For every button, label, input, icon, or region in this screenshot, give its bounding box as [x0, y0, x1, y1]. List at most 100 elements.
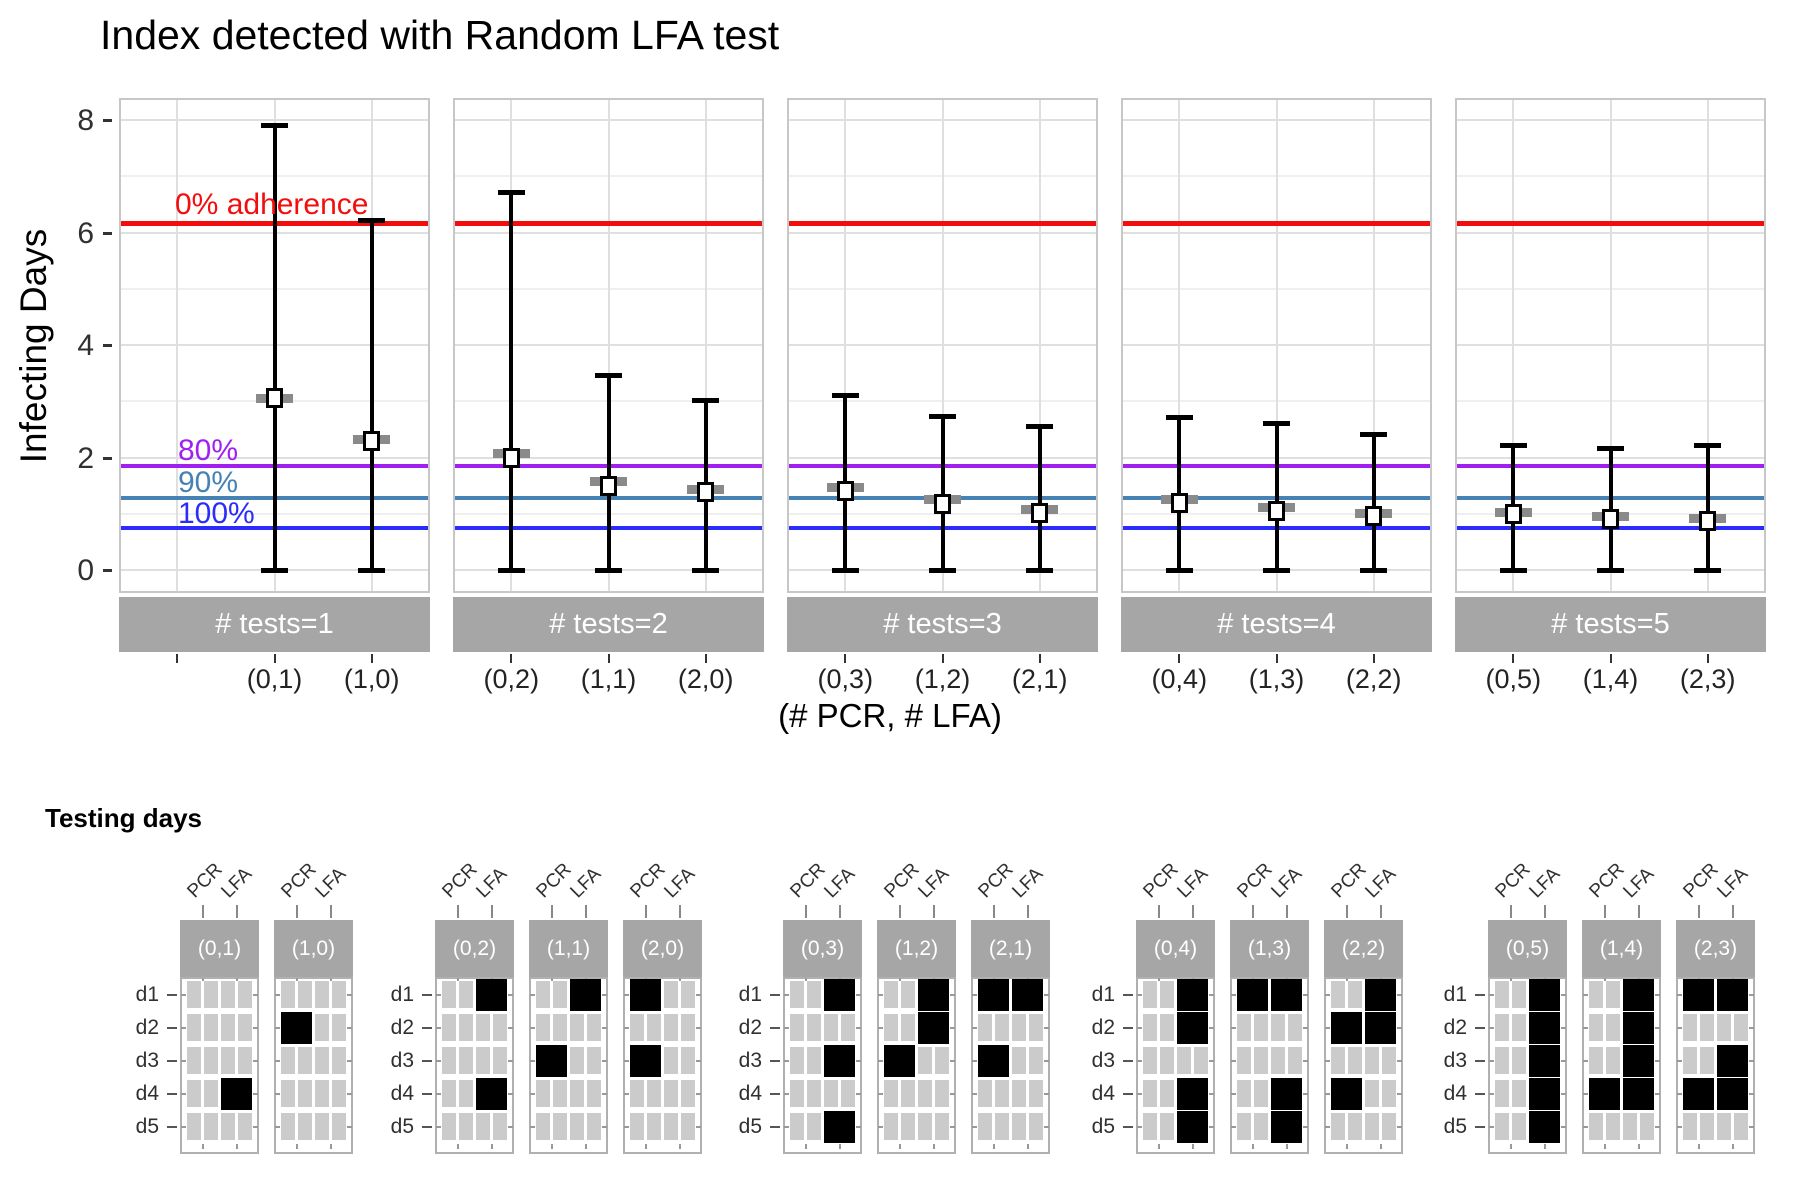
empty-day-cell [1271, 1014, 1302, 1041]
column-tick-mark [1543, 905, 1546, 918]
empty-day-cell [442, 1047, 473, 1074]
grid-edge-tick [856, 1059, 861, 1062]
x-tick-label: (0,4) [1151, 664, 1208, 694]
grid-edge-tick [1543, 1144, 1546, 1149]
grid-edge-tick [1026, 1144, 1029, 1149]
grid-edge-tick [181, 1059, 186, 1062]
grid-edge-tick [784, 1125, 789, 1128]
test-day-cell [476, 978, 507, 1011]
grid-edge-tick [950, 993, 955, 996]
day-row-tick [167, 1059, 177, 1062]
grid-edge-tick [784, 993, 789, 996]
column-tick-mark [550, 905, 553, 918]
testgrid-border [1488, 977, 1567, 1154]
empty-day-cell [1237, 1014, 1268, 1041]
median-marker [934, 494, 951, 515]
grid-edge-tick [456, 1144, 459, 1149]
empty-day-cell [1143, 981, 1174, 1008]
empty-day-cell [1012, 1047, 1043, 1074]
empty-day-cell [1143, 1080, 1174, 1107]
grid-edge-tick [878, 1092, 883, 1095]
empty-day-cell [1365, 1047, 1396, 1074]
day-row-tick [167, 993, 177, 996]
x-tick-label: (2,0) [677, 664, 734, 694]
grid-edge-tick [347, 993, 352, 996]
gridline-vertical [1038, 98, 1041, 593]
test-day-cell [476, 1077, 507, 1110]
grid-edge-tick [1209, 993, 1214, 996]
day-row-label: d5 [1443, 1114, 1467, 1138]
facet-strip-label: # tests=1 [215, 608, 334, 640]
grid-edge-tick [347, 1125, 352, 1128]
grid-edge-tick [1251, 1144, 1254, 1149]
x-tick-mark [1178, 654, 1181, 663]
errorbar-cap-top [497, 190, 525, 196]
pcr-column-label: PCR [1678, 859, 1723, 903]
facet-strip-label: # tests=4 [1217, 608, 1336, 640]
y-tick-mark [103, 231, 112, 235]
errorbar-cap-bottom [1263, 568, 1290, 573]
grid-edge-tick [1489, 1059, 1494, 1062]
empty-day-cell [884, 1080, 915, 1107]
day-row-tick [1123, 1026, 1133, 1029]
grid-edge-tick [508, 1026, 513, 1029]
testgrid-border [1324, 977, 1403, 1154]
grid-edge-tick [1655, 1125, 1660, 1128]
grid-edge-tick [1561, 1026, 1566, 1029]
grid-edge-tick [253, 1125, 258, 1128]
grid-edge-tick [784, 1092, 789, 1095]
x-tick-label: (1,4) [1582, 664, 1639, 694]
empty-day-cell [978, 1014, 1009, 1041]
grid-edge-tick [950, 1059, 955, 1062]
day-row-label: d1 [1091, 982, 1115, 1006]
test-day-cell [978, 1044, 1009, 1077]
day-row-tick [167, 1125, 177, 1128]
empty-day-cell [824, 1014, 855, 1041]
grid-edge-tick [856, 1026, 861, 1029]
testgrid-border [783, 977, 862, 1154]
column-tick-mark [329, 905, 332, 918]
facet-strip [453, 597, 764, 652]
column-tick-mark [1603, 905, 1606, 918]
testgrid-header [971, 920, 1050, 977]
errorbar-cap-top [831, 392, 859, 398]
testgrid-border [274, 977, 353, 1154]
empty-day-cell [281, 1047, 312, 1074]
x-tick-mark [1706, 654, 1709, 663]
grid-edge-tick [678, 978, 681, 982]
grid-edge-tick [1509, 1144, 1512, 1149]
errorbar-line [272, 125, 277, 570]
adherence-annotation: 100% [178, 497, 255, 530]
errorbar-line [1705, 446, 1710, 570]
grid-edge-tick [1489, 1026, 1494, 1029]
grid-edge-tick [804, 978, 807, 982]
median-marker [266, 388, 283, 409]
gridline-vertical [607, 98, 610, 593]
empty-day-cell [536, 981, 567, 1008]
errorbar-cap-bottom [1360, 568, 1388, 573]
day-row-tick [1123, 1059, 1133, 1062]
empty-day-cell [442, 1080, 473, 1107]
empty-day-cell [790, 1014, 821, 1041]
errorbar-line [509, 193, 514, 570]
grid-edge-tick [1137, 1125, 1142, 1128]
x-tick-mark [1609, 654, 1612, 663]
testgrid-header-label: (1,4) [1599, 937, 1644, 960]
day-row-label: d4 [1443, 1081, 1467, 1105]
grid-edge-tick [1603, 1144, 1606, 1149]
grid-edge-tick [1325, 1026, 1330, 1029]
empty-day-cell [570, 1047, 601, 1074]
empty-day-cell [1143, 1047, 1174, 1074]
empty-day-cell [630, 1014, 661, 1041]
empty-day-cell [476, 1014, 507, 1041]
empty-day-cell [476, 1047, 507, 1074]
grid-edge-tick [1489, 993, 1494, 996]
day-row-label: d2 [1443, 1015, 1467, 1039]
empty-day-cell [221, 1014, 252, 1041]
grid-edge-tick [1044, 1026, 1049, 1029]
test-day-cell [1012, 978, 1043, 1011]
empty-day-cell [442, 1014, 473, 1041]
grid-edge-tick [602, 1092, 607, 1095]
day-row-label: d3 [1443, 1048, 1467, 1072]
